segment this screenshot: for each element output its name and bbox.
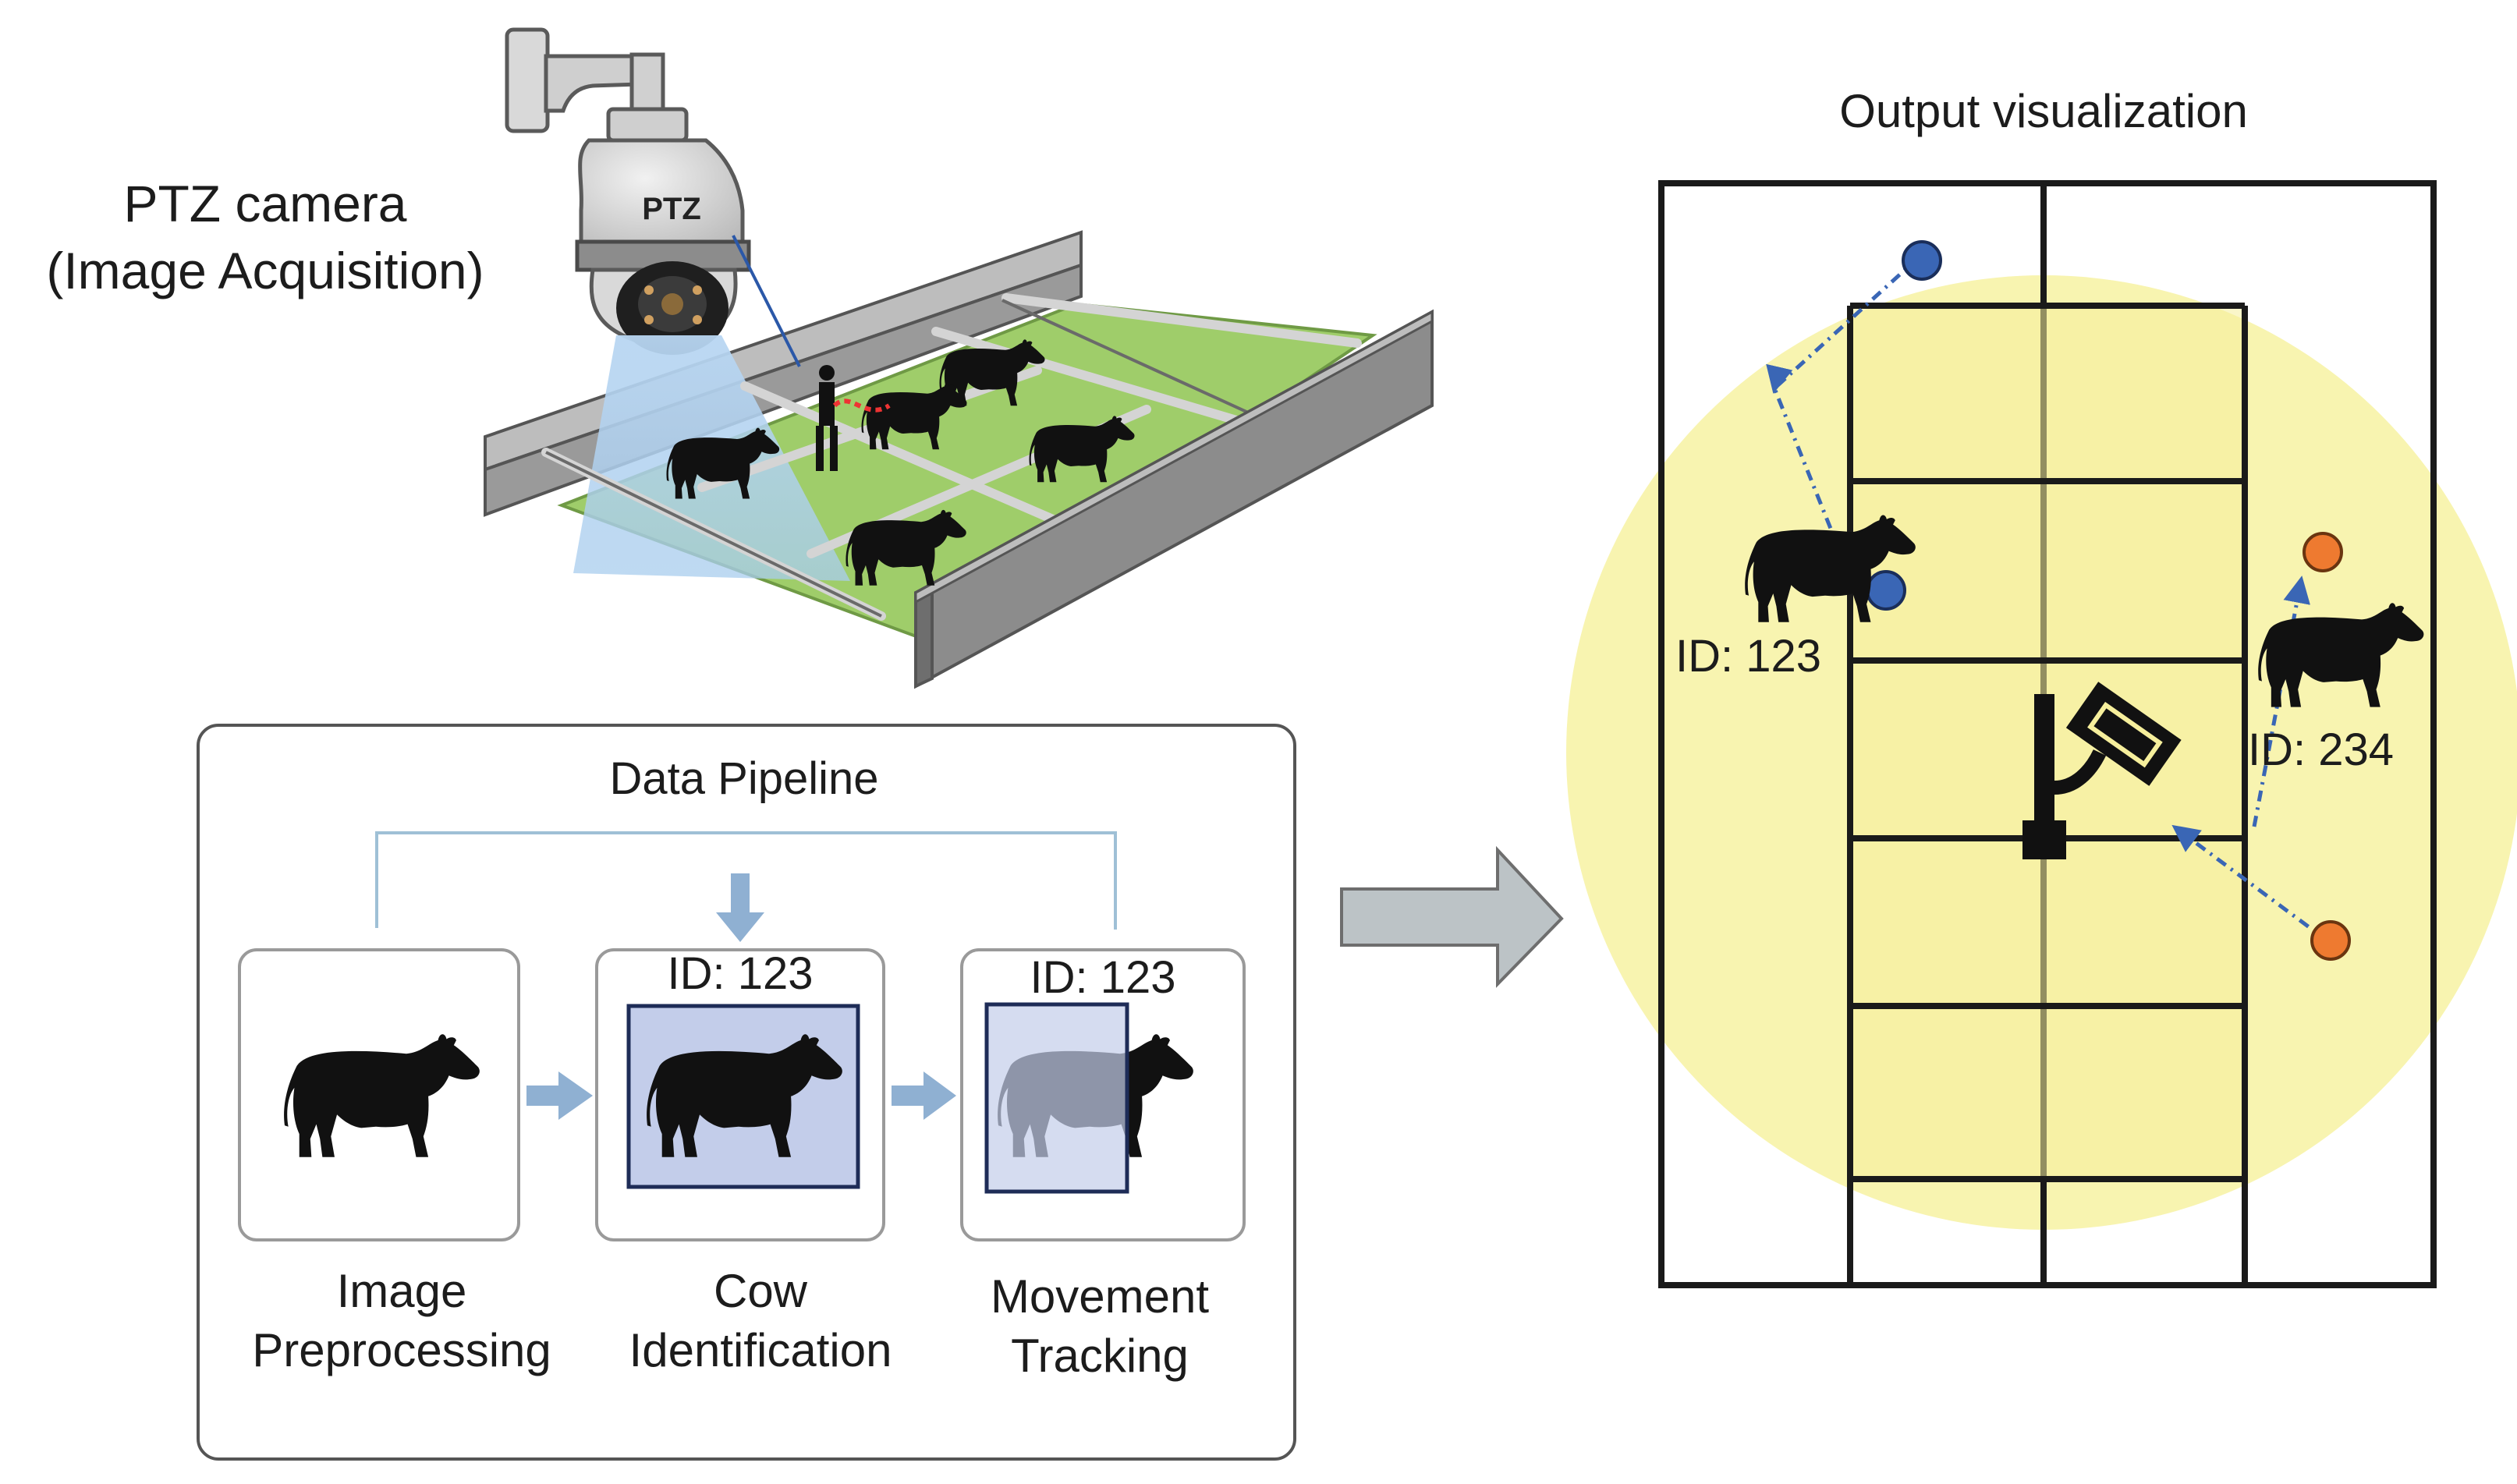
step2-caption-line2: Identification (629, 1324, 892, 1376)
ptz-camera-icon (505, 27, 751, 355)
step1-caption-line1: Image (336, 1265, 467, 1317)
feedback-down-arrow (716, 873, 764, 942)
step3-id-label: ID: 123 (1030, 952, 1176, 1003)
barn-pen (484, 230, 1434, 689)
step3-caption-line1: Movement (990, 1270, 1210, 1323)
step2-caption-line1: Cow (713, 1265, 808, 1317)
output-map (1566, 180, 2517, 1288)
step3-caption: Movement Tracking (901, 1267, 1299, 1386)
pipeline-frame (197, 724, 1296, 1461)
cow-b-id-label: ID: 234 (2248, 724, 2394, 775)
camera-title-line2: (Image Acquisition) (46, 242, 484, 299)
output-title: Output visualization (1839, 85, 2248, 137)
pipeline-title: Data Pipeline (609, 753, 879, 804)
step1-caption: Image Preprocessing (203, 1262, 601, 1380)
step1-caption-line2: Preprocessing (252, 1324, 551, 1376)
camera-title-line1: PTZ camera (123, 175, 407, 232)
step2-caption: Cow Identification (558, 1262, 963, 1380)
camera-title: PTZ camera (Image Acquisition) (0, 170, 530, 304)
flow-arrow-icon (1340, 845, 1564, 988)
camera-badge: PTZ (642, 192, 701, 226)
step3-caption-line2: Tracking (1011, 1330, 1189, 1382)
step2-id-label: ID: 123 (667, 948, 814, 999)
cow-a-id-label: ID: 123 (1675, 631, 1821, 682)
